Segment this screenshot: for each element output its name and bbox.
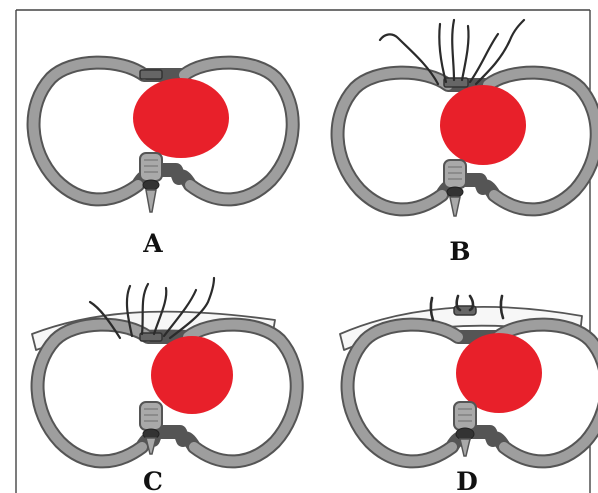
panel-c: C (32, 278, 297, 493)
heart (151, 336, 233, 414)
spinous-process (460, 439, 470, 456)
panel-label: D (456, 467, 478, 493)
panel-b: B (338, 20, 597, 266)
sternum (140, 333, 162, 341)
wire-suture (462, 26, 469, 80)
vertebral-body (140, 402, 162, 430)
vertebral-body (444, 160, 466, 188)
spinous-process (146, 438, 156, 454)
spinal-canal (143, 180, 159, 190)
panel-a: A (34, 63, 293, 258)
vertebral-body (140, 153, 162, 181)
panel-label: B (449, 237, 470, 266)
vertebral-body (454, 402, 476, 430)
wire-suture (452, 20, 454, 80)
heart (440, 85, 526, 165)
spinous-process (450, 197, 460, 216)
panel-label: A (142, 229, 163, 258)
heart (133, 78, 229, 158)
spinous-process (146, 190, 156, 212)
spinal-canal (447, 187, 463, 197)
sternum (444, 78, 468, 87)
spinal-canal (456, 428, 474, 440)
panel-label: C (143, 467, 163, 493)
vertebra (444, 160, 466, 216)
sternum (140, 70, 162, 79)
panel-d: D (340, 296, 598, 493)
